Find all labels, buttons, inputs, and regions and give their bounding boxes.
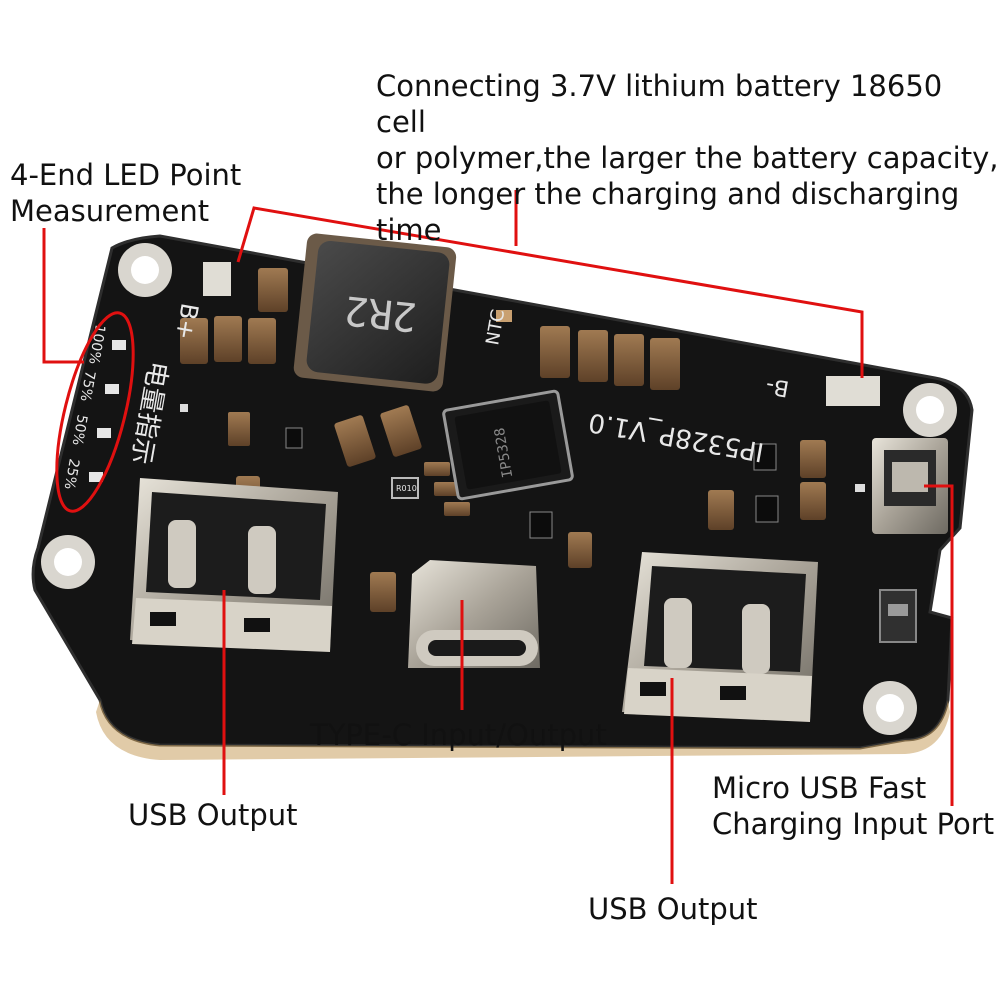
- smd-part: [180, 404, 188, 412]
- inductor: 2R2: [293, 233, 457, 392]
- led-75: [105, 384, 119, 394]
- capacitor: [214, 316, 242, 362]
- mounting-hole-bottom-right: [863, 681, 917, 735]
- capacitor: [334, 415, 376, 467]
- micro-usb-leader: [924, 484, 954, 806]
- inductor-marking: 2R2: [342, 286, 419, 339]
- battery-plus-label: B+: [170, 301, 204, 342]
- smd-part: [496, 310, 512, 322]
- capacitor: [424, 462, 450, 476]
- capacitor: [614, 334, 644, 386]
- usb-a-port-left: [130, 478, 338, 652]
- resistor-marking: R010: [396, 484, 417, 493]
- capacitor: [380, 405, 422, 457]
- annotation-lines: [42, 190, 954, 884]
- transistor: [755, 495, 779, 523]
- mounting-hole-bottom-left: [41, 535, 95, 589]
- side-switch: [879, 589, 917, 643]
- capacitor: [444, 502, 470, 516]
- led-leader: [42, 228, 84, 364]
- battery-minus-pad: [826, 376, 880, 406]
- usb-output-left-note: USB Output: [128, 798, 298, 832]
- resistor-r010: [391, 477, 419, 499]
- led-25: [89, 472, 103, 482]
- battery-note: Connecting 3.7V lithium battery 18650 ce…: [376, 69, 999, 247]
- led-100: [112, 340, 126, 350]
- smd-part: [855, 484, 865, 492]
- led-50: [97, 428, 111, 438]
- transistor: [753, 443, 777, 471]
- battery-plus-pad: [203, 262, 231, 296]
- battery-bracket: [236, 206, 864, 378]
- capacitor: [180, 318, 208, 364]
- usb-output-right-note: USB Output: [588, 892, 758, 926]
- led-50-label: 50%: [69, 413, 90, 446]
- capacitor: [540, 326, 570, 378]
- led-100-label: 100%: [85, 323, 108, 365]
- capacitor: [568, 532, 592, 568]
- transistor: [285, 427, 303, 449]
- mounting-hole-top-left: [118, 243, 172, 297]
- pcb-edge: [31, 234, 974, 750]
- capacitor: [228, 412, 250, 446]
- capacitor: [800, 440, 826, 478]
- capacitor: [370, 572, 396, 612]
- typec-io-note: TYPE-C Input/Output: [310, 718, 607, 752]
- capacitor: [258, 268, 288, 312]
- led-25-label: 25%: [61, 457, 82, 490]
- battery-minus-label: B-: [764, 372, 791, 401]
- micro-usb-note: Micro USB Fast Charging Input Port: [712, 771, 995, 841]
- led-ellipse: [55, 311, 135, 513]
- capacitor: [800, 482, 826, 520]
- usb-a-port-right: [622, 552, 818, 722]
- mounting-hole-top-right: [903, 383, 957, 437]
- capacitor: [434, 482, 460, 496]
- pcb-side: [96, 700, 950, 760]
- micro-usb-port: [872, 438, 948, 534]
- led-indicators: [89, 340, 126, 482]
- capacitor: [708, 490, 734, 530]
- capacitor: [650, 338, 680, 390]
- led-measurement-note: 4-End LED Point Measurement: [10, 158, 242, 228]
- led-75-label: 75%: [77, 369, 98, 402]
- usb-typec-port: [408, 560, 540, 668]
- capacitor: [248, 318, 276, 364]
- transistor: [529, 511, 553, 539]
- small-components: [180, 310, 865, 539]
- capacitor: [578, 330, 608, 382]
- main-ic-chip: IP5328: [442, 389, 574, 501]
- mounting-holes: [41, 243, 957, 735]
